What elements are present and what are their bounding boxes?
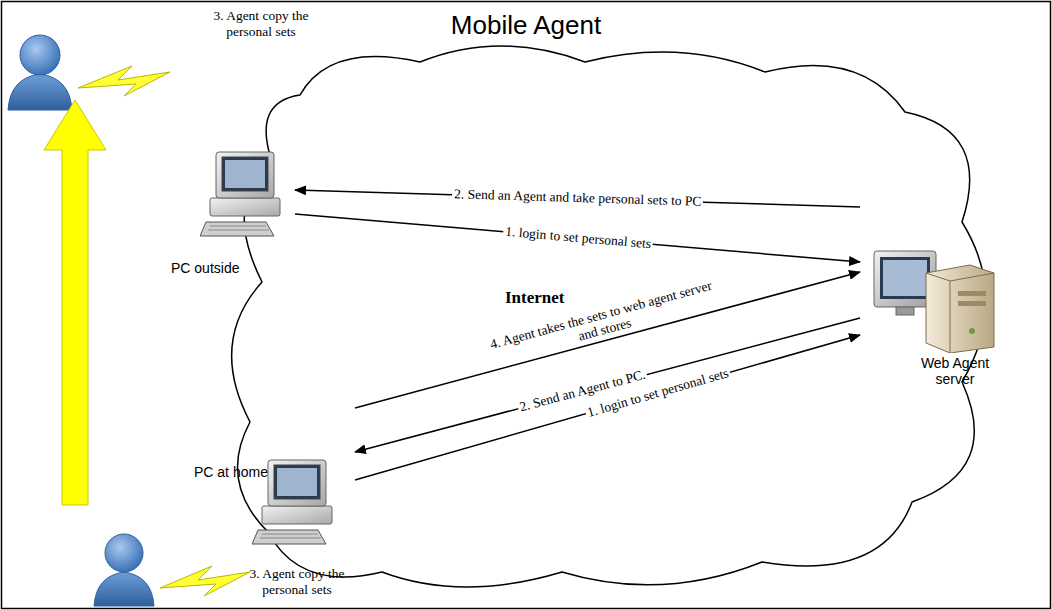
node-label: PC at home <box>194 464 268 480</box>
node-label: Web Agent server <box>915 355 995 387</box>
step-note: 3. Agent copy the personal sets <box>196 8 326 39</box>
message-arrow <box>295 214 860 262</box>
message-arrow <box>355 318 860 452</box>
user-icon <box>8 35 72 110</box>
node-label: PC outside <box>171 260 239 276</box>
move-arrow <box>44 100 106 505</box>
computer-node: PC outside <box>165 145 295 285</box>
diagram-title: Mobile Agent <box>0 10 1052 41</box>
lightning <box>160 566 250 596</box>
server-node: Web Agent server <box>860 195 1010 395</box>
step-note: 3. Agent copy the personal sets <box>232 566 362 597</box>
server-icon <box>870 243 1000 357</box>
computer-node: PC at home <box>190 400 355 555</box>
region-label: Internet <box>505 288 564 308</box>
user-icon <box>94 534 154 606</box>
internet-cloud <box>232 46 986 587</box>
message-arrow <box>355 335 860 480</box>
computer-icon <box>200 150 295 244</box>
lightning <box>78 66 170 96</box>
